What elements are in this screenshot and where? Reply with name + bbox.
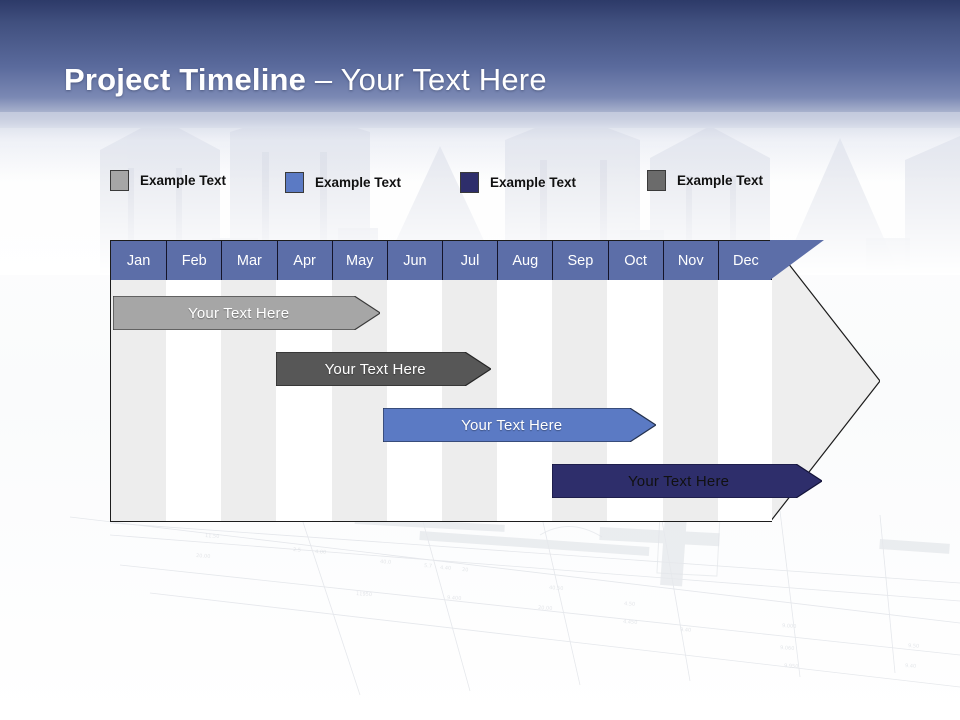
month-header-may[interactable]: May (331, 241, 387, 280)
svg-text:4.40: 4.40 (440, 565, 452, 572)
month-header-aug[interactable]: Aug (497, 241, 552, 280)
svg-text:9.060: 9.060 (780, 645, 795, 652)
month-header-sep[interactable]: Sep (552, 241, 607, 280)
svg-text:4.50: 4.50 (624, 601, 636, 608)
task-label-4: Your Text Here (627, 472, 730, 490)
svg-text:4.00: 4.00 (315, 549, 327, 556)
svg-text:9.40: 9.40 (680, 627, 692, 634)
task-bar-2[interactable]: Your Text Here (275, 352, 491, 386)
month-header-feb[interactable]: Feb (166, 241, 221, 280)
month-header-nov[interactable]: Nov (662, 241, 718, 280)
svg-text:4.450: 4.450 (623, 619, 638, 626)
task-bar-4[interactable]: Your Text Here (551, 464, 822, 498)
svg-text:9.400: 9.400 (447, 595, 462, 602)
legend-swatch-4 (647, 170, 666, 191)
svg-text:11.50: 11.50 (205, 533, 220, 540)
page-title-light: Your Text Here (340, 62, 547, 97)
legend-item-2[interactable]: Example Text (285, 172, 401, 193)
month-header-jun[interactable]: Jun (386, 241, 442, 280)
svg-text:9.50: 9.50 (908, 643, 920, 650)
svg-text:40.50: 40.50 (549, 585, 564, 592)
legend-item-4[interactable]: Example Text (647, 170, 763, 191)
svg-text:9.40: 9.40 (905, 663, 917, 670)
month-header-oct[interactable]: Oct (607, 241, 663, 280)
svg-text:9.950: 9.950 (784, 663, 799, 670)
svg-text:20: 20 (462, 567, 469, 573)
legend-label-1: Example Text (140, 173, 227, 188)
legend-label-3: Example Text (490, 175, 577, 190)
legend-label-4: Example Text (677, 173, 764, 188)
header-gradient-band (0, 0, 960, 128)
month-header-mar[interactable]: Mar (221, 241, 276, 280)
svg-text:40.0: 40.0 (380, 559, 392, 566)
grid-column-jul (442, 280, 498, 521)
page-title-separator: – (306, 62, 341, 97)
task-label-2: Your Text Here (324, 360, 426, 378)
month-header-dec[interactable]: Dec (717, 241, 773, 280)
legend-swatch-1 (110, 170, 129, 191)
blueprint-background-image: 11.50 20.00 2.5 4.00 40.0 5.7 4.40 20 11… (0, 505, 960, 720)
header-fade-overlay (0, 112, 960, 182)
task-label-1: Your Text Here (188, 304, 290, 322)
task-bar-1[interactable]: Your Text Here (113, 296, 381, 330)
svg-text:11950: 11950 (356, 591, 372, 598)
legend: Example Text Example Text Example Text Exam… (0, 160, 960, 202)
month-header-jan[interactable]: Jan (126, 252, 151, 269)
legend-item-1[interactable]: Example Text (110, 170, 226, 191)
svg-text:5.7: 5.7 (424, 563, 432, 570)
page-title: Project Timeline – Your Text Here (64, 60, 547, 100)
timeline-header-arrow-nose (770, 240, 824, 280)
month-header-jul[interactable]: Jul (442, 241, 497, 280)
page-title-strong: Project Timeline (64, 62, 307, 97)
legend-swatch-3 (460, 172, 479, 193)
grid-column-jun (387, 280, 442, 521)
month-header-apr[interactable]: Apr (276, 241, 332, 280)
svg-text:20.00: 20.00 (538, 605, 553, 612)
svg-text:2.5: 2.5 (293, 547, 301, 554)
legend-swatch-2 (285, 172, 304, 193)
svg-text:20.00: 20.00 (196, 553, 211, 560)
task-label-3: Your Text Here (461, 416, 563, 434)
legend-item-3[interactable]: Example Text (460, 172, 576, 193)
legend-label-2: Example Text (315, 175, 402, 190)
task-bar-3[interactable]: Your Text Here (383, 408, 657, 442)
svg-text:9.000: 9.000 (782, 623, 797, 630)
grid-column-aug (497, 280, 552, 521)
